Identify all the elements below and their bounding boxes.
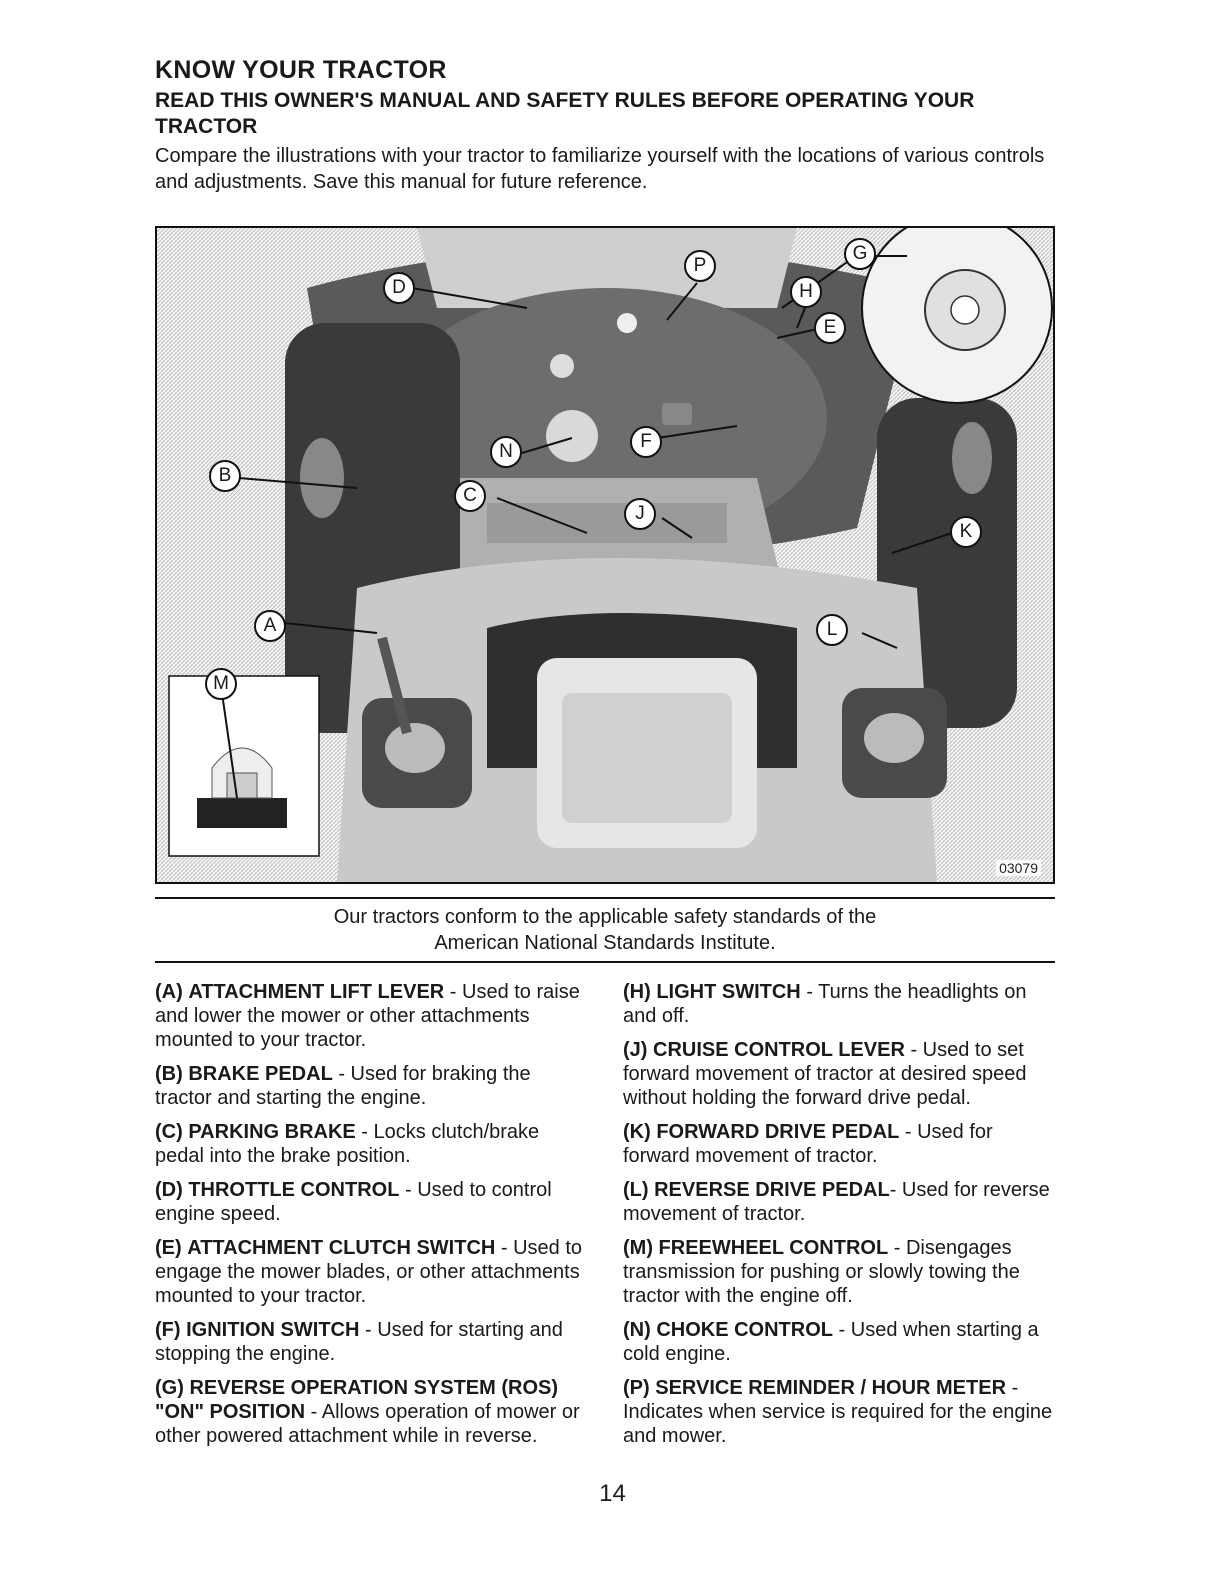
intro-paragraph: Compare the illustrations with your trac… <box>155 145 1045 193</box>
tractor-controls-illustration: D P G H E N F B C J K A L M 03079 <box>155 226 1055 884</box>
callout-h: H <box>790 276 822 308</box>
control-item-m: (M) FREEWHEEL CONTROL - Disengages trans… <box>623 1237 1020 1307</box>
control-item-e: (E) ATTACHMENT CLUTCH SWITCH - Used to e… <box>155 1237 583 1307</box>
divider-top <box>155 897 1055 899</box>
control-item-g: (G) REVERSE OPERATION SYSTEM (ROS) "ON" … <box>155 1377 580 1447</box>
callout-l: L <box>816 614 848 646</box>
conformance-line-2: American National Standards Institute. <box>434 932 776 954</box>
control-item-h: (H) LIGHT SWITCH - Turns the headlights … <box>623 981 1027 1027</box>
controls-list-left: (A) ATTACHMENT LIFT LEVER - Used to rais… <box>155 980 587 1458</box>
divider-bottom <box>155 961 1055 963</box>
callout-e: E <box>814 312 846 344</box>
callout-b: B <box>209 460 241 492</box>
callout-m: M <box>205 668 237 700</box>
control-item-k: (K) FORWARD DRIVE PEDAL - Used for forwa… <box>623 1121 993 1167</box>
tractor-drawing <box>157 228 1053 882</box>
callout-c: C <box>454 480 486 512</box>
control-item-n: (N) CHOKE CONTROL - Used when starting a… <box>623 1319 1039 1365</box>
control-item-j: (J) CRUISE CONTROL LEVER - Used to set f… <box>623 1039 1027 1109</box>
callout-f: F <box>630 426 662 458</box>
callout-p: P <box>684 250 716 282</box>
callout-d: D <box>383 272 415 304</box>
conformance-note: Our tractors conform to the applicable s… <box>155 904 1055 956</box>
controls-list-right: (H) LIGHT SWITCH - Turns the headlights … <box>623 980 1055 1458</box>
figure-code: 03079 <box>996 860 1041 876</box>
callout-a: A <box>254 610 286 642</box>
safety-subheading: READ THIS OWNER'S MANUAL AND SAFETY RULE… <box>155 89 975 138</box>
control-item-c: (C) PARKING BRAKE - Locks clutch/brake p… <box>155 1121 540 1167</box>
page-title: KNOW YOUR TRACTOR <box>155 56 447 84</box>
control-item-b: (B) BRAKE PEDAL - Used for braking the t… <box>155 1063 531 1109</box>
callout-j: J <box>624 498 656 530</box>
control-item-a: (A) ATTACHMENT LIFT LEVER - Used to rais… <box>155 981 580 1051</box>
control-item-f: (F) IGNITION SWITCH - Used for starting … <box>155 1319 563 1365</box>
conformance-line-1: Our tractors conform to the applicable s… <box>333 906 877 928</box>
control-item-d: (D) THROTTLE CONTROL - Used to control e… <box>155 1179 552 1225</box>
page-number: 14 <box>599 1480 626 1507</box>
control-item-p: (P) SERVICE REMINDER / HOUR METER - Indi… <box>623 1377 1053 1447</box>
callout-g: G <box>844 238 876 270</box>
control-item-l: (L) REVERSE DRIVE PEDAL- Used for revers… <box>623 1179 1050 1225</box>
callout-n: N <box>490 436 522 468</box>
callout-k: K <box>950 516 982 548</box>
